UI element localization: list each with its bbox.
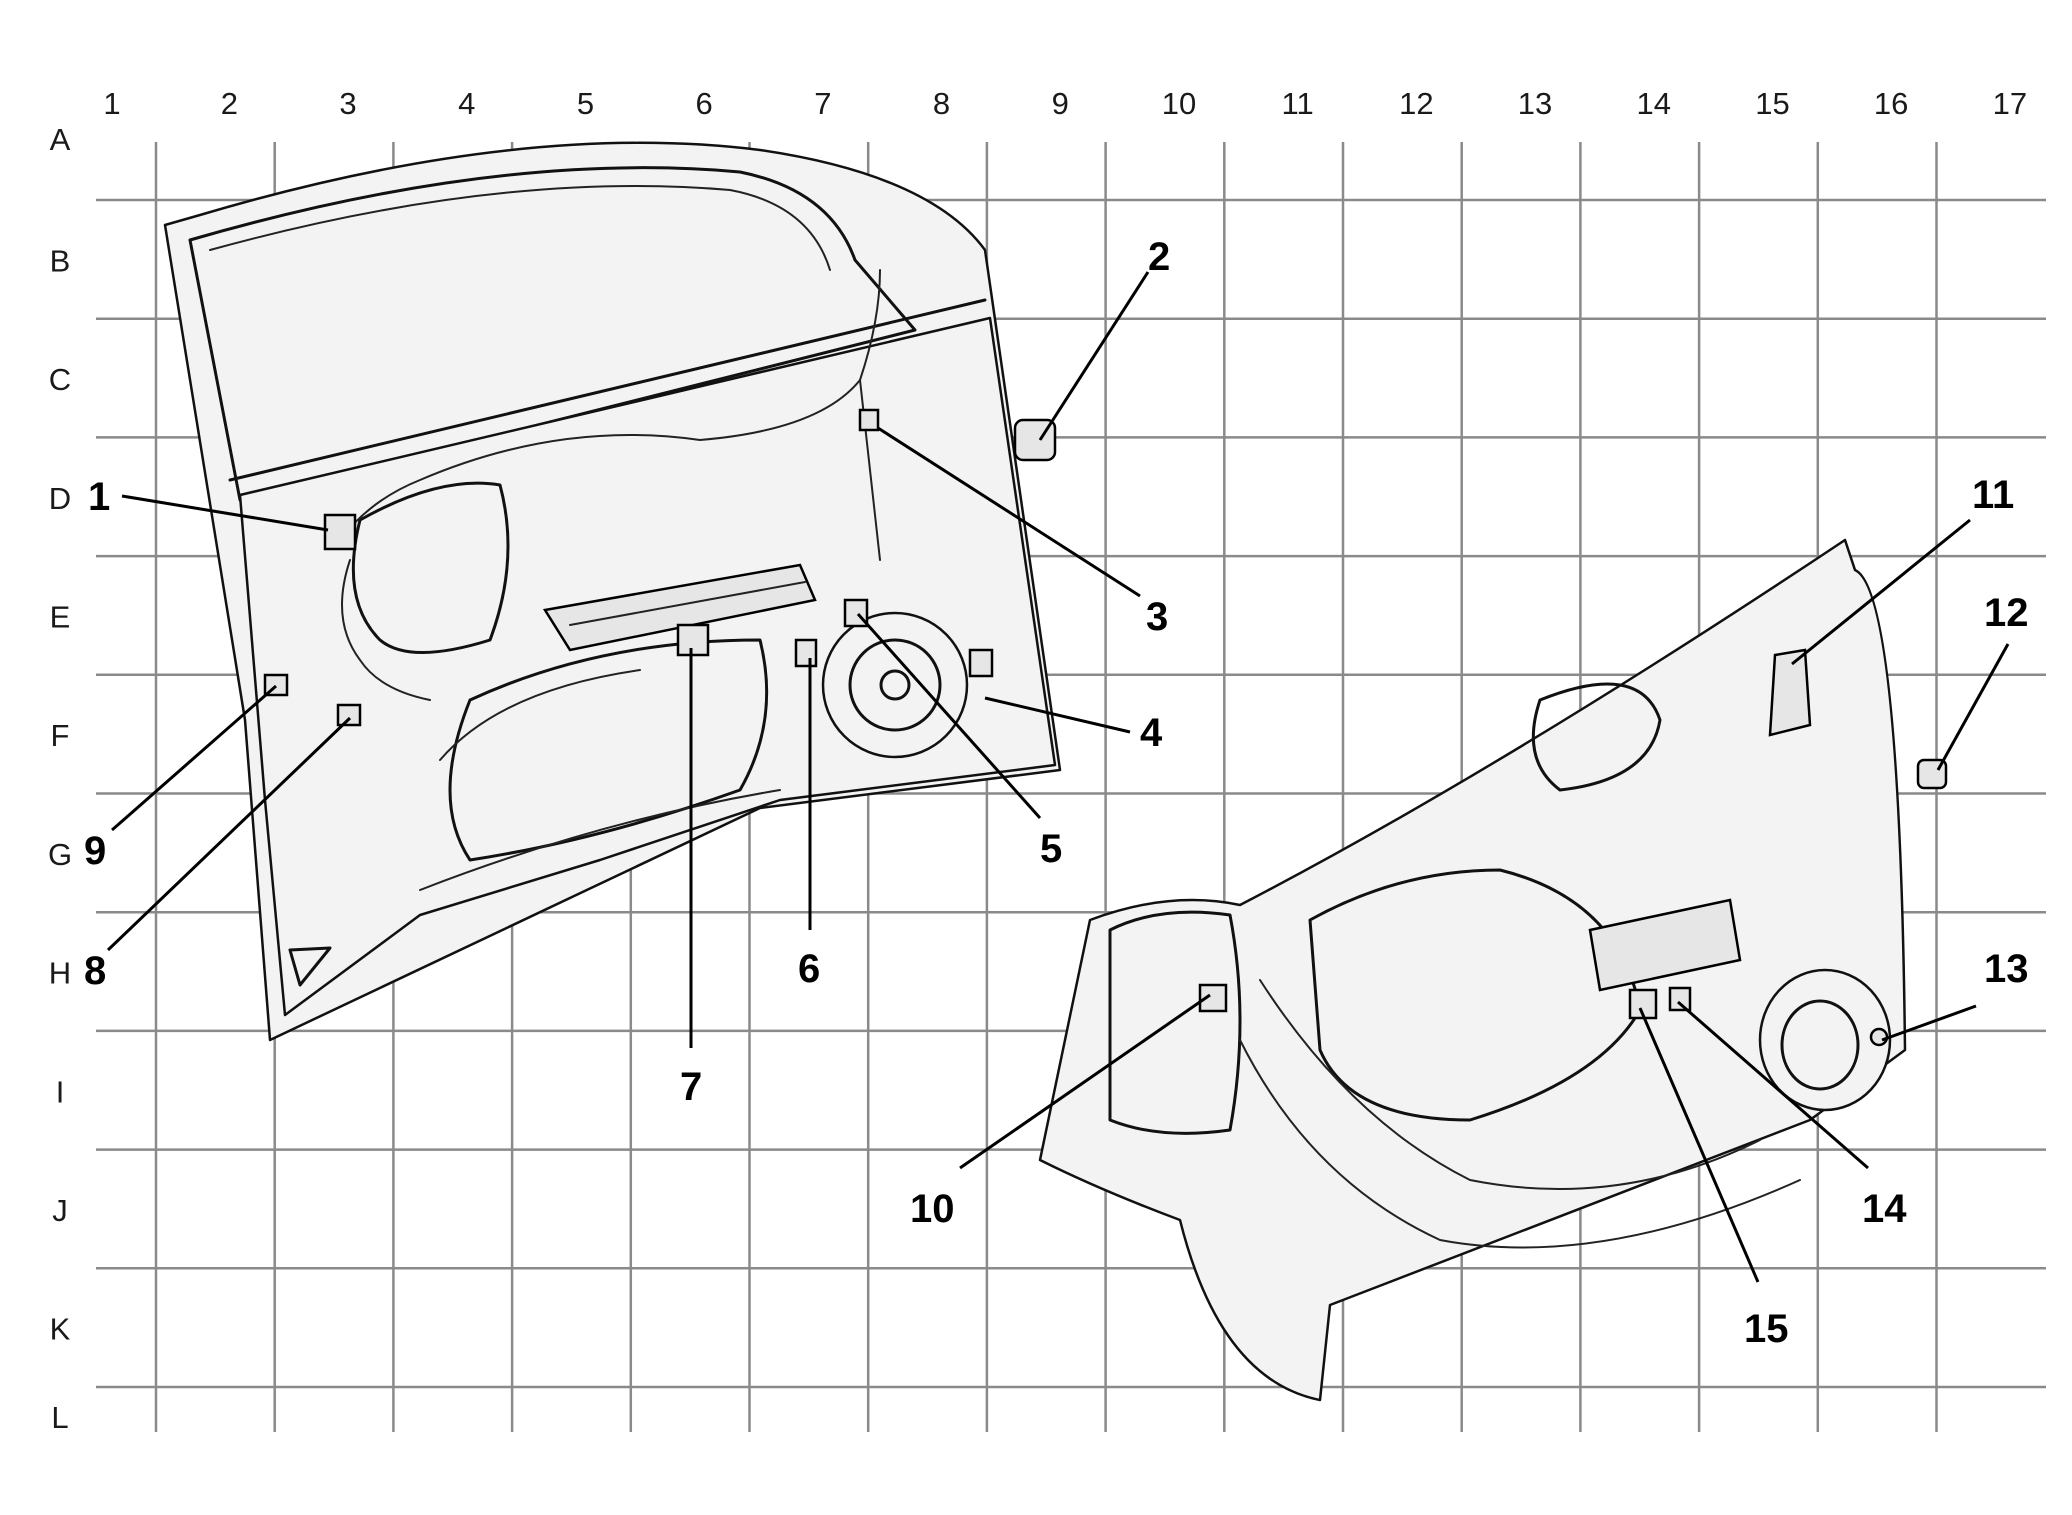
callout-11: 11 xyxy=(1972,473,2014,517)
component-3 xyxy=(858,408,880,432)
grid-column-label: 11 xyxy=(1282,86,1314,121)
callout-10: 10 xyxy=(910,1187,955,1231)
grid-column-label: 14 xyxy=(1637,86,1671,121)
left-door-illustration xyxy=(163,141,1062,1042)
grid-column-label: 8 xyxy=(933,86,950,121)
grid-row-label: G xyxy=(48,837,72,872)
grid-column-label: 9 xyxy=(1052,86,1069,121)
component-14 xyxy=(1668,986,1692,1012)
grid-column-label: 13 xyxy=(1518,86,1552,121)
grid-row-label: F xyxy=(51,718,70,753)
leader-10 xyxy=(959,993,1211,1170)
callout-5: 5 xyxy=(1040,827,1062,871)
grid-column-label: 12 xyxy=(1399,86,1433,121)
leader-12 xyxy=(1936,643,2010,771)
callout-6: 6 xyxy=(798,947,820,991)
callout-1: 1 xyxy=(88,475,110,519)
leader-9 xyxy=(111,684,277,832)
grid-row-label: B xyxy=(50,243,71,278)
callout-4: 4 xyxy=(1140,711,1163,755)
component-8 xyxy=(336,703,362,727)
component-6 xyxy=(794,638,818,668)
callout-12: 12 xyxy=(1984,591,2029,635)
component-13 xyxy=(1869,1027,1889,1047)
grid-column-label: 16 xyxy=(1874,86,1908,121)
grid-row-labels: A B C D E F G H I J K L xyxy=(48,122,72,1435)
leader-15 xyxy=(1638,1007,1760,1283)
grid-row-label: H xyxy=(49,956,71,991)
grid-column-label: 2 xyxy=(221,86,238,121)
callout-2: 2 xyxy=(1148,235,1170,279)
grid-column-label: 5 xyxy=(577,86,594,121)
leader-1 xyxy=(121,494,329,532)
component-4 xyxy=(968,648,994,678)
grid-column-label: 7 xyxy=(814,86,831,121)
callout-3: 3 xyxy=(1146,595,1168,639)
grid-column-label: 1 xyxy=(103,86,120,121)
callout-15: 15 xyxy=(1744,1307,1789,1351)
grid-row-label: J xyxy=(52,1193,68,1228)
right-door-illustration xyxy=(1038,538,1948,1402)
callout-labels: 1 2 3 4 5 6 7 8 9 10 11 12 13 14 15 xyxy=(84,235,2029,1351)
callout-7: 7 xyxy=(680,1065,702,1109)
leader-5 xyxy=(856,613,1042,819)
grid-row-label: I xyxy=(56,1074,65,1109)
grid-row-label: K xyxy=(50,1312,71,1347)
leader-4 xyxy=(984,696,1131,734)
leader-13 xyxy=(1881,1004,1977,1042)
leader-11 xyxy=(1791,518,1971,666)
leader-8 xyxy=(106,716,352,952)
grid-column-label: 6 xyxy=(696,86,713,121)
grid-column-label: 17 xyxy=(1993,86,2027,121)
callout-14: 14 xyxy=(1862,1187,1907,1231)
component-1 xyxy=(323,513,357,551)
callout-13: 13 xyxy=(1984,947,2029,991)
grid-row-label: A xyxy=(50,122,71,157)
leader-2 xyxy=(1038,271,1150,441)
callout-9: 9 xyxy=(84,829,106,873)
component-11 xyxy=(1768,648,1812,737)
callout-leader-lines xyxy=(106,271,2010,1283)
grid-row-label: D xyxy=(49,481,71,516)
component-7 xyxy=(676,623,710,657)
grid-column-label: 10 xyxy=(1162,86,1196,121)
callout-8: 8 xyxy=(84,949,106,993)
leader-14 xyxy=(1677,1000,1869,1170)
leader-3 xyxy=(877,426,1141,598)
grid-column-label: 4 xyxy=(458,86,475,121)
grid-column-label: 3 xyxy=(339,86,356,121)
grid-row-label: C xyxy=(49,362,71,397)
grid-column-label: 15 xyxy=(1755,86,1789,121)
grid-row-label: L xyxy=(51,1400,68,1435)
grid-row-label: E xyxy=(50,599,71,634)
